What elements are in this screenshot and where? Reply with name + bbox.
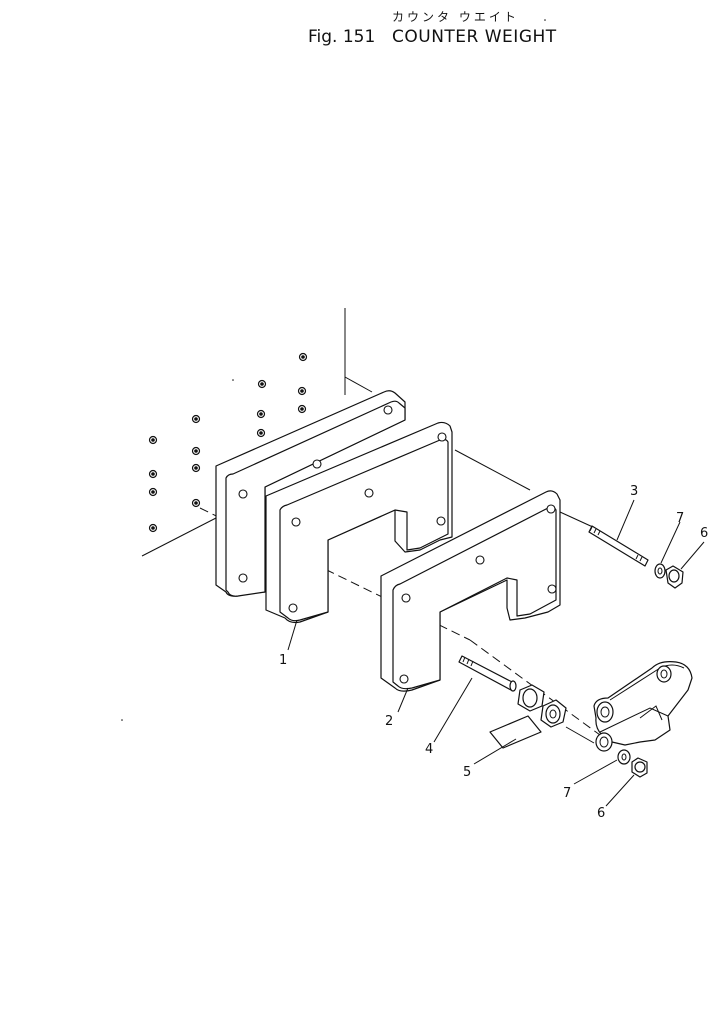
callout-6-upper: 6: [700, 526, 709, 541]
alignment-line-upper: [454, 449, 531, 491]
counterweight-plate-rear: [215, 390, 406, 597]
washer-lower: [617, 749, 631, 765]
callout-3: 3: [630, 484, 639, 499]
callout-5: 5: [463, 765, 472, 780]
leader-lines: [287, 499, 705, 807]
nut-lower: [631, 757, 648, 778]
figure-title-japanese: カウンタ ウエイト: [392, 10, 519, 24]
figure-number: Fig. 151: [308, 27, 376, 47]
figure-title: COUNTER WEIGHT: [392, 27, 557, 47]
nut-upper: [665, 565, 684, 589]
mounting-bracket: [565, 661, 693, 752]
bolt-axis-line-lower: [469, 639, 601, 736]
frame-edge-top: [344, 376, 373, 393]
bolt-upper: [588, 525, 649, 567]
callout-7-lower: 7: [563, 786, 572, 801]
callout-4: 4: [425, 742, 434, 757]
callout-6-lower: 6: [597, 806, 606, 821]
washer-upper: [654, 563, 666, 579]
bolt-lower: [458, 655, 517, 692]
counterweight-plate-middle: [265, 421, 453, 624]
callout-7-upper: 7: [676, 511, 685, 526]
frame-mounting-holes: [148, 352, 308, 533]
callout-1: 1: [279, 653, 288, 668]
callout-2: 2: [385, 714, 394, 729]
bushing-tag: [489, 715, 542, 749]
spacer-bushing: [517, 684, 567, 728]
frame-edge-bottom: [141, 517, 217, 557]
counterweight-plate-front: [380, 490, 561, 692]
alignment-line-right: [559, 511, 596, 529]
